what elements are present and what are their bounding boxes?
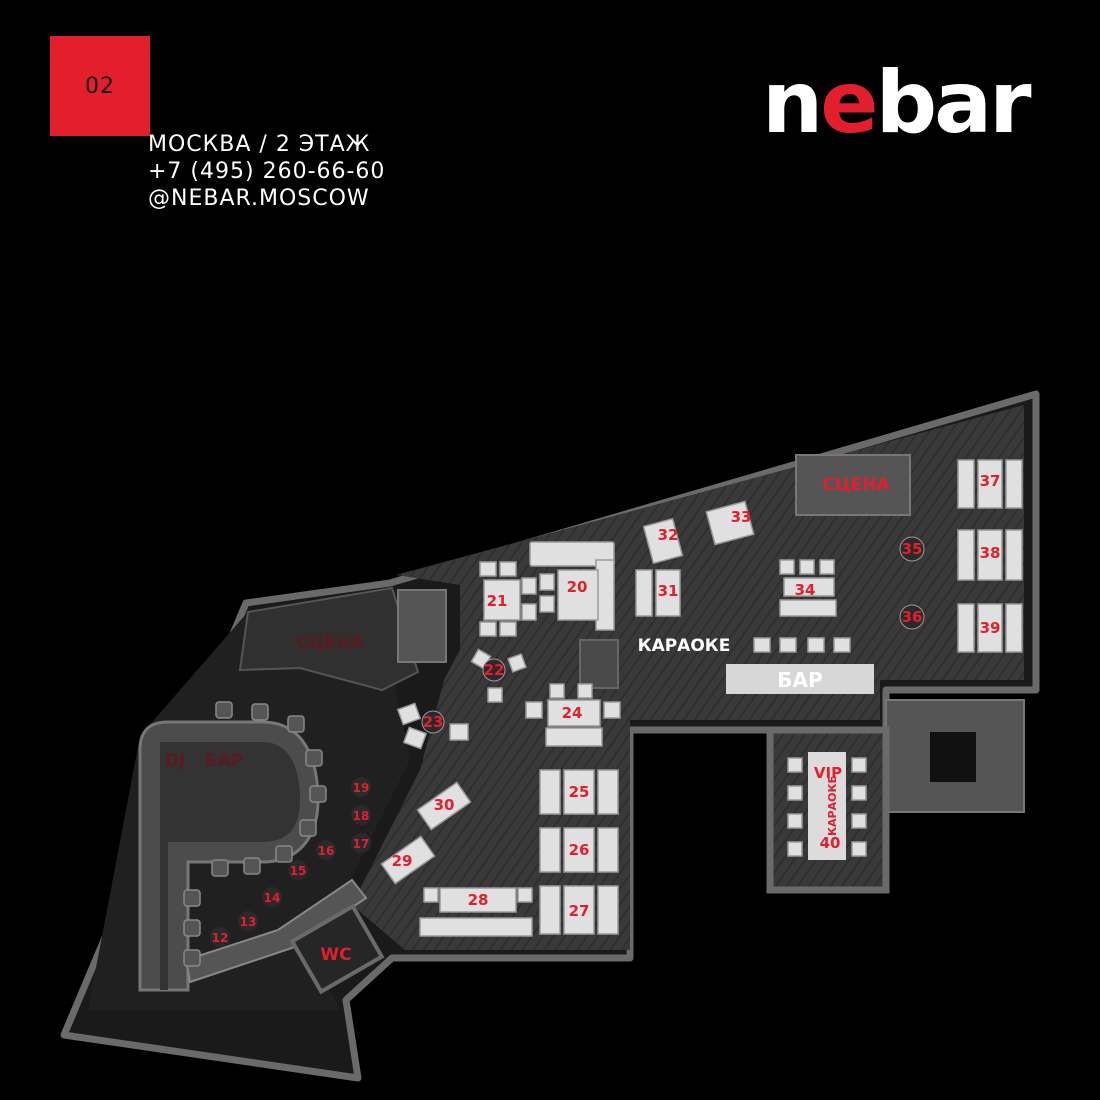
table-17[interactable]: 17 [353, 837, 370, 851]
main-bar-counter [726, 664, 874, 694]
table-15[interactable]: 15 [290, 864, 307, 878]
table-29[interactable]: 29 [392, 852, 413, 870]
table-37[interactable]: 37 [980, 472, 1001, 490]
table-18[interactable]: 18 [353, 809, 370, 823]
staircase-top [397, 589, 447, 663]
table-25[interactable]: 25 [569, 783, 590, 801]
main-floor [352, 405, 1024, 950]
table-39[interactable]: 39 [980, 619, 1001, 637]
venue-instagram: @NEBAR.MOSCOW [148, 186, 370, 211]
table-35[interactable]: 35 [902, 540, 923, 558]
table-26[interactable]: 26 [569, 841, 590, 859]
bar-stools [183, 701, 327, 967]
table-34[interactable]: 34 [795, 581, 816, 599]
bar-left-label: БАР [205, 751, 244, 771]
table-16[interactable]: 16 [318, 844, 335, 858]
table-13[interactable]: 13 [240, 915, 257, 929]
floor-badge: 02 [50, 36, 150, 136]
table-32[interactable]: 32 [658, 526, 679, 544]
stage-right-label: СЦЕНА [822, 475, 890, 495]
staircase-center [579, 639, 619, 689]
round-tables [210, 777, 371, 947]
vip-label: VIP [814, 764, 842, 782]
table-20[interactable]: 20 [567, 578, 588, 596]
left-stage [238, 586, 420, 692]
wc-label: WC [320, 945, 351, 965]
table-31[interactable]: 31 [658, 582, 679, 600]
table-40[interactable]: 40 [820, 834, 841, 852]
round-tables-main [421, 536, 925, 734]
venue-location: МОСКВА / 2 ЭТАЖ [148, 132, 371, 157]
vip-karaoke-label: КАРАОКЕ [826, 776, 839, 836]
furniture [380, 459, 1023, 937]
table-21[interactable]: 21 [487, 592, 508, 610]
table-36[interactable]: 36 [902, 608, 923, 626]
dj-label: DJ [165, 751, 185, 771]
venue-info: МОСКВА / 2 ЭТАЖ +7 (495) 260-66-60 @NEBA… [148, 131, 385, 212]
table-38[interactable]: 38 [980, 544, 1001, 562]
club-sofa [184, 878, 368, 984]
karaoke-label: КАРАОКЕ [638, 636, 731, 656]
right-stage [795, 454, 911, 516]
table-27[interactable]: 27 [569, 902, 590, 920]
table-23[interactable]: 23 [423, 713, 444, 731]
table-28[interactable]: 28 [468, 891, 489, 909]
table-33[interactable]: 33 [731, 508, 752, 526]
nebar-logo: nebar [762, 66, 1035, 146]
table-24[interactable]: 24 [562, 704, 583, 722]
floor-number: 02 [85, 73, 115, 99]
bar-main-label: БАР [777, 668, 822, 692]
table-22[interactable]: 22 [484, 661, 505, 679]
table-19[interactable]: 19 [353, 781, 370, 795]
table-14[interactable]: 14 [264, 891, 281, 905]
venue-phone: +7 (495) 260-66-60 [148, 159, 386, 184]
table-30[interactable]: 30 [434, 796, 455, 814]
stage-left-label: СЦЕНА [296, 633, 364, 653]
vip-table [808, 752, 846, 860]
svg-text:nebar: nebar [762, 66, 1032, 146]
wc-room [289, 903, 385, 995]
table-12[interactable]: 12 [212, 931, 229, 945]
